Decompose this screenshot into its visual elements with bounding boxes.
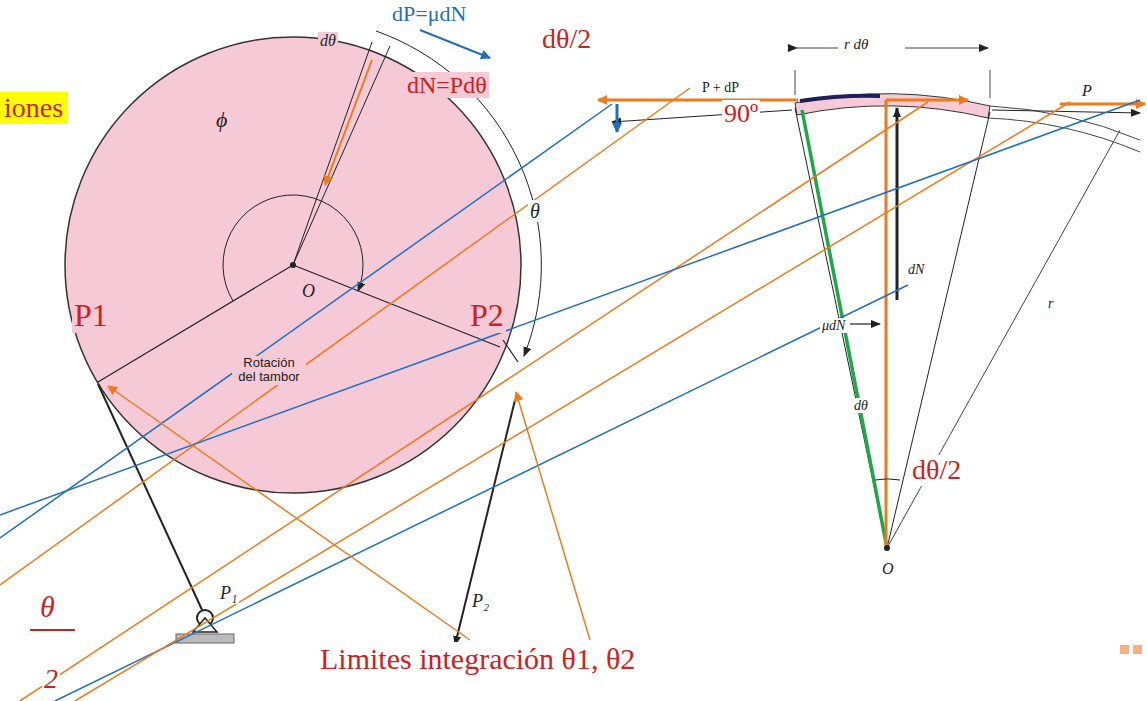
- dimension-label: r dθ: [842, 36, 870, 53]
- angle-label: ϕ: [214, 108, 229, 132]
- force-label: μdN: [820, 318, 847, 333]
- angle-label: dθ: [318, 32, 338, 50]
- force-label: dN: [906, 262, 926, 277]
- tension-label: P1: [72, 298, 110, 333]
- force-label: dN=Pdθ: [405, 72, 489, 98]
- angle-label: θ: [528, 200, 542, 222]
- dimension-label: r: [1046, 296, 1055, 311]
- drum: [65, 37, 521, 493]
- rotation-note: Rotación del tambor: [232, 356, 306, 385]
- highlight-text: iones: [0, 92, 68, 124]
- highlight-box: iones: [0, 92, 68, 124]
- center-label: O: [880, 560, 896, 578]
- angle-label: 2: [42, 664, 60, 695]
- angle-label: dθ: [852, 398, 870, 413]
- force-label: P: [1080, 82, 1094, 100]
- tension-label: P₁: [218, 584, 239, 604]
- force-label: dP=μdN: [390, 2, 468, 26]
- tension-label: P₂: [470, 592, 491, 612]
- tension-label: P2: [468, 298, 506, 333]
- angle-label: 90º: [722, 100, 760, 129]
- angle-label: dθ/2: [910, 455, 963, 486]
- force-label: P + dP: [700, 80, 741, 95]
- angle-label: θ: [38, 590, 57, 623]
- note-label: Limites integración θ1, θ2: [318, 642, 637, 675]
- angle-label: dθ/2: [540, 24, 593, 55]
- center-label: O: [300, 282, 317, 302]
